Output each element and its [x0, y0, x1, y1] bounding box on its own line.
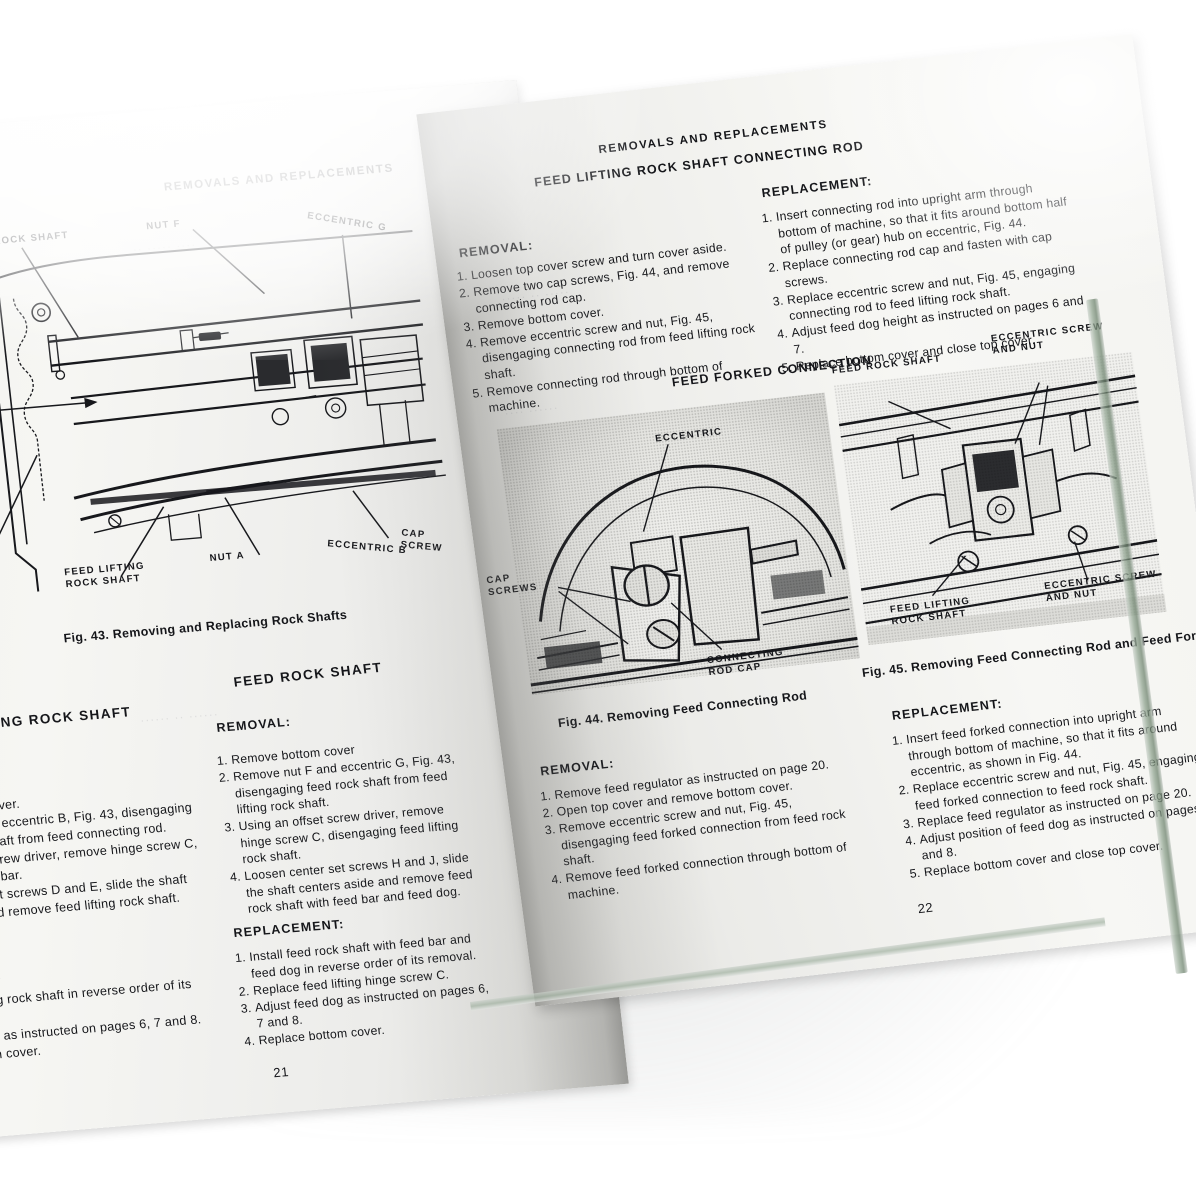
left-page-number: 21: [272, 1064, 290, 1081]
left-page: ·· ····· ···· ······ ·· ······ REMOVALS …: [0, 79, 629, 1143]
left-col1-removal-steps: Remove bottom cover. Remove nut A and ec…: [0, 779, 231, 932]
figure-43-label-cap-screw: CAP SCREW: [400, 527, 443, 554]
left-col2-removal-label: REMOVAL:: [215, 714, 292, 735]
left-col2-heading: FEED ROCK SHAFT: [232, 659, 384, 690]
right-sec2-replacement-label: REPLACEMENT:: [891, 696, 1004, 723]
left-col2-removal-steps: Remove bottom cover Remove nut F and ecc…: [213, 732, 484, 919]
left-col1-replacement-steps: Install feed lifting rock shaft in rever…: [0, 972, 241, 1072]
right-sec1-replacement-label: REPLACEMENT:: [760, 174, 874, 201]
figure-43-artwork: [0, 215, 501, 616]
right-page: ····· ·· ····· ···· ······ REMOVALS AND …: [416, 34, 1196, 1007]
ghost-text: ······ ·· ······: [139, 706, 220, 728]
figure-45-artwork: [833, 352, 1167, 646]
left-col2-replacement-label: REPLACEMENT:: [232, 916, 346, 941]
right-sec1-removal-label: REMOVAL:: [458, 238, 535, 261]
left-col1-replacement-label: REPLACEMENT:: [0, 967, 3, 991]
figure-44-artwork: [496, 392, 861, 695]
figure-44-leader-lines: [557, 444, 723, 651]
right-sec2-removal-steps: Remove feed regulator as instructed on p…: [537, 753, 874, 905]
left-col1-heading: FEED LIFTING ROCK SHAFT: [0, 704, 132, 737]
left-col2-replacement-steps: Install feed rock shaft with feed bar an…: [231, 929, 494, 1051]
right-sec1-removal-steps: Loosen top cover screw and turn cover as…: [453, 235, 774, 418]
right-sec2-removal-label: REMOVAL:: [539, 756, 616, 779]
right-page-number: 22: [916, 899, 935, 917]
figure-45-leader-lines: [888, 382, 1089, 597]
